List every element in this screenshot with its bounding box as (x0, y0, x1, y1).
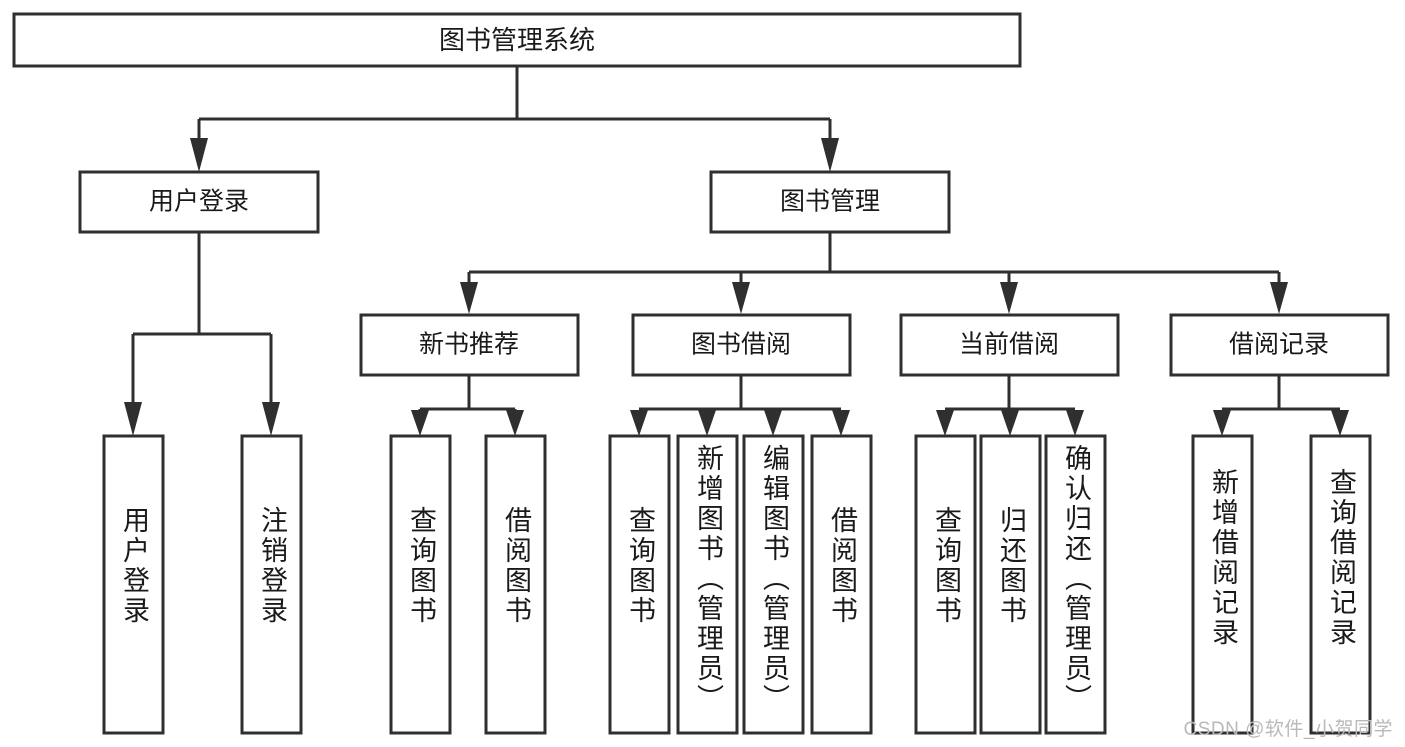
node-label-new-book-rec: 新书推荐 (419, 331, 519, 359)
node-box-root[interactable] (12, 12, 1022, 68)
arrowhead-leaf-user-login (124, 402, 142, 436)
node-box-leaf-cb-query-book[interactable] (914, 434, 977, 735)
arrowhead-to-user-login (190, 138, 208, 172)
node-box-leaf-cb-return-book[interactable] (979, 434, 1042, 735)
node-box-book-manage[interactable] (709, 170, 951, 234)
node-box-leaf-rec-borrow-book[interactable] (484, 434, 547, 735)
arrowhead-to-book-manage (821, 138, 839, 172)
arrowhead-current-borrow (1000, 282, 1018, 314)
node-label-borrow-record: 借阅记录 (1229, 331, 1329, 359)
arrowhead-nbr-query-book (411, 410, 429, 436)
node-label-user-login: 用户登录 (149, 188, 249, 216)
node-book-manage[interactable]: 图书管理 (709, 170, 951, 234)
node-book-borrow[interactable]: 图书借阅 (631, 313, 852, 377)
arrowhead-br-query-record (1331, 410, 1349, 436)
node-new-book-rec[interactable]: 新书推荐 (359, 313, 580, 377)
connectors-current-borrow-branch (936, 375, 1084, 436)
node-label-current-borrow: 当前借阅 (959, 331, 1059, 359)
arrowhead-nbr-borrow-book (506, 410, 524, 436)
node-label-book-manage: 图书管理 (780, 188, 880, 216)
connectors-new-book-rec-branch (411, 375, 524, 436)
node-current-borrow[interactable]: 当前借阅 (899, 313, 1120, 377)
node-box-leaf-rec-query-book[interactable] (389, 434, 452, 735)
node-box-leaf-cb-confirm-return[interactable] (1044, 434, 1107, 735)
arrowhead-borrow-record (1270, 282, 1288, 314)
node-root-title[interactable]: 图书管理系统 (12, 12, 1022, 68)
arrowhead-cb-confirm-return (1066, 410, 1084, 436)
node-box-new-book-rec[interactable] (359, 313, 580, 377)
arrowhead-bb-edit-book (764, 410, 782, 436)
arrowhead-br-add-record (1213, 410, 1231, 436)
node-box-leaf-br-query-record[interactable] (1309, 434, 1372, 735)
node-box-leaf-bb-add-book[interactable] (676, 434, 739, 735)
node-label-book-borrow: 图书借阅 (691, 331, 791, 359)
node-borrow-record[interactable]: 借阅记录 (1169, 313, 1390, 377)
node-box-leaf-bb-borrow-book[interactable] (810, 434, 873, 735)
arrowhead-bb-query-book (630, 410, 648, 436)
node-box-leaf-user-login[interactable] (102, 434, 165, 735)
connectors-book-manage-branch (460, 232, 1288, 314)
arrowhead-book-borrow (732, 282, 750, 314)
connectors-root-bus-fix (0, 66, 1405, 280)
arrowhead-cb-return-book (1001, 410, 1019, 436)
arrowhead-bb-borrow-book (832, 410, 850, 436)
node-user-login[interactable]: 用户登录 (78, 170, 320, 234)
node-box-current-borrow[interactable] (899, 313, 1120, 377)
node-box-user-login[interactable] (78, 170, 320, 234)
arrowhead-leaf-logout (262, 402, 280, 436)
connectors-borrow-record-branch (1213, 375, 1349, 436)
arrowhead-bb-add-book (698, 410, 716, 436)
arrowhead-cb-query-book (936, 410, 954, 436)
node-box-borrow-record[interactable] (1169, 313, 1390, 377)
node-box-leaf-bb-query-book[interactable] (608, 434, 671, 735)
node-box-book-borrow[interactable] (631, 313, 852, 377)
node-label-root: 图书管理系统 (439, 25, 595, 55)
arrowhead-new-book-rec (460, 282, 478, 314)
node-box-leaf-bb-edit-book[interactable] (742, 434, 805, 735)
node-box-leaf-logout[interactable] (240, 434, 303, 735)
connectors-book-borrow-branch (630, 375, 850, 436)
connectors-user-login-branch (124, 232, 280, 436)
node-box-leaf-br-add-record[interactable] (1191, 434, 1254, 735)
